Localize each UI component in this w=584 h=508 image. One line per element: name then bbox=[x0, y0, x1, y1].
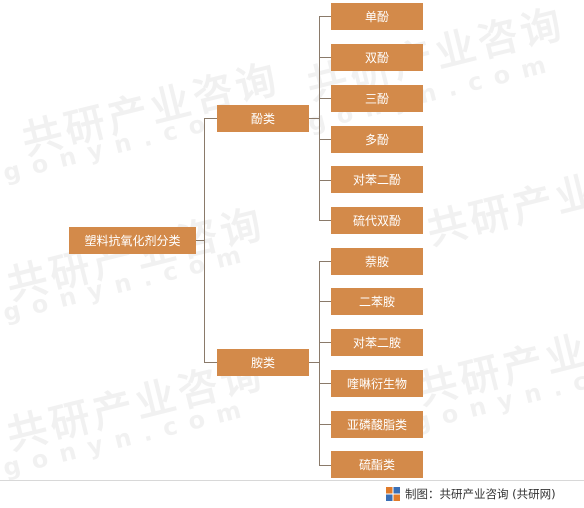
connector-line bbox=[309, 118, 320, 119]
leaf-node: 萘胺 bbox=[331, 248, 423, 275]
connector-line bbox=[319, 465, 331, 466]
leaf-node: 硫酯类 bbox=[331, 451, 423, 478]
watermark-text: gonyn.com bbox=[0, 392, 256, 483]
leaf-node: 对苯二胺 bbox=[331, 329, 423, 356]
watermark-text: 共研产业咨询 bbox=[422, 145, 584, 255]
connector-line bbox=[319, 424, 331, 425]
leaf-node: 二苯胺 bbox=[331, 288, 423, 315]
connector-line bbox=[319, 301, 331, 302]
leaf-node: 亚磷酸脂类 bbox=[331, 411, 423, 438]
connector-line bbox=[204, 118, 205, 362]
leaf-node: 三酚 bbox=[331, 85, 423, 112]
leaf-node: 硫代双酚 bbox=[331, 207, 423, 234]
source-credit: 制图：共研产业咨询 (共研网) bbox=[385, 485, 556, 503]
leaf-node: 单酚 bbox=[331, 3, 423, 30]
connector-line bbox=[319, 342, 331, 343]
watermark-text: gonyn.com bbox=[410, 347, 584, 438]
connector-line bbox=[196, 240, 205, 241]
connector-line bbox=[319, 139, 331, 140]
connector-line bbox=[319, 261, 320, 466]
leaf-node: 多酚 bbox=[331, 126, 423, 153]
branch-node-amines: 胺类 bbox=[217, 349, 309, 376]
connector-line bbox=[319, 57, 331, 58]
leaf-node: 喹啉衍生物 bbox=[331, 370, 423, 397]
logo-icon bbox=[386, 487, 400, 501]
footer-divider bbox=[0, 480, 584, 481]
connector-line bbox=[319, 98, 331, 99]
leaf-node: 双酚 bbox=[331, 44, 423, 71]
connector-line bbox=[204, 362, 217, 363]
connector-line bbox=[319, 180, 331, 181]
connector-line bbox=[204, 118, 217, 119]
connector-line bbox=[319, 220, 331, 221]
connector-line bbox=[309, 362, 320, 363]
connector-line bbox=[319, 16, 331, 17]
connector-line bbox=[319, 383, 331, 384]
root-node: 塑料抗氧化剂分类 bbox=[69, 227, 196, 254]
watermark-text: 共研产业咨询 bbox=[412, 305, 584, 415]
source-text: 制图：共研产业咨询 (共研网) bbox=[405, 487, 556, 501]
leaf-node: 对苯二酚 bbox=[331, 166, 423, 193]
connector-line bbox=[319, 16, 320, 221]
connector-line bbox=[319, 261, 331, 262]
branch-node-phenols: 酚类 bbox=[217, 105, 309, 132]
